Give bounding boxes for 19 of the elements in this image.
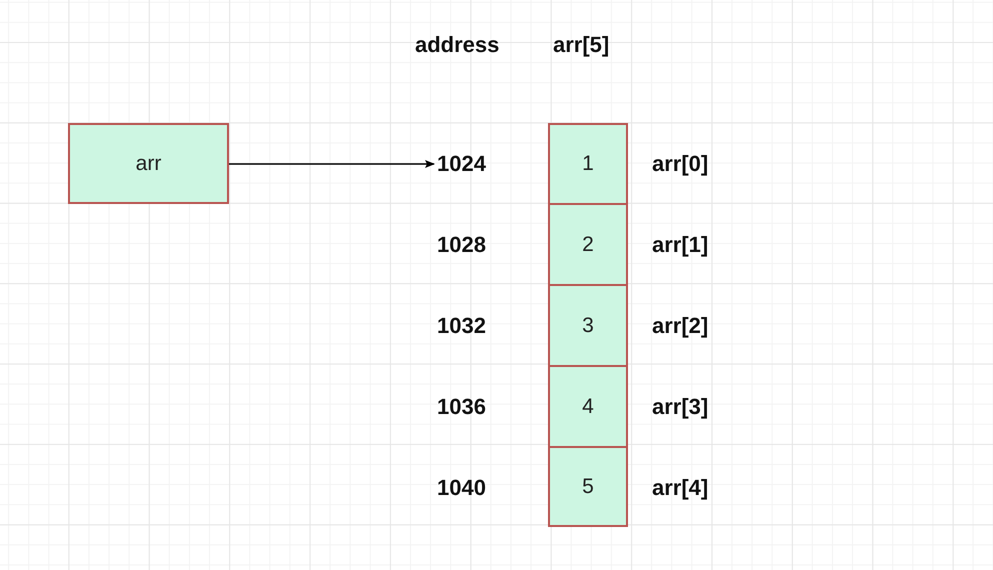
array-cell: 2 (548, 203, 628, 286)
memory-address: 1028 (437, 232, 486, 258)
column-heading: arr[5] (553, 32, 610, 58)
arrow (229, 160, 435, 168)
index-label: arr[0] (652, 151, 708, 177)
index-label: arr[3] (652, 394, 708, 420)
variable-box: arr (68, 123, 229, 204)
memory-address: 1036 (437, 394, 486, 420)
array-cell: 5 (548, 446, 628, 527)
array-cell: 1 (548, 123, 628, 205)
index-label: arr[1] (652, 232, 708, 258)
memory-address: 1032 (437, 313, 486, 339)
array-cell: 3 (548, 284, 628, 367)
column-heading: address (415, 32, 500, 58)
array-cell: 4 (548, 365, 628, 448)
memory-address: 1024 (437, 151, 486, 177)
index-label: arr[4] (652, 475, 708, 501)
memory-address: 1040 (437, 475, 486, 501)
index-label: arr[2] (652, 313, 708, 339)
